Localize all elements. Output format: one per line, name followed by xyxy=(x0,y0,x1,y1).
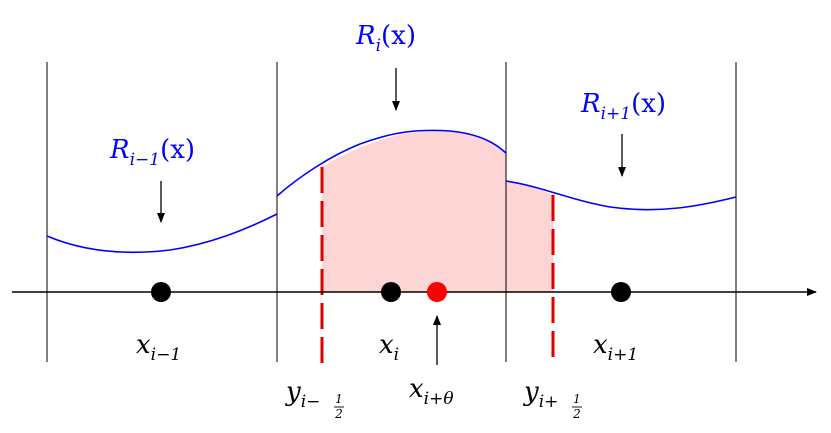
label-R-prev: Ri−1(x) xyxy=(109,135,195,170)
svg-text:yi−: yi− xyxy=(285,377,320,412)
label-R-next: Ri+1(x) xyxy=(580,89,666,124)
label-R-curr: Ri(x) xyxy=(355,21,416,56)
integration-region-fill xyxy=(322,130,553,292)
svg-text:2: 2 xyxy=(572,407,581,421)
label-x-theta: xi+θ xyxy=(409,374,454,409)
label-y-right: yi+ 1 2 xyxy=(523,377,582,421)
label-y-left: yi− 1 2 xyxy=(285,377,344,421)
label-x-next: xi+1 xyxy=(593,330,638,365)
curve-R-prev xyxy=(46,213,278,254)
curve-R-curr xyxy=(276,129,507,197)
label-x-prev: xi−1 xyxy=(136,330,181,365)
svg-text:yi+: yi+ xyxy=(523,377,558,412)
node-x-next xyxy=(611,282,631,302)
svg-text:1: 1 xyxy=(573,392,581,406)
node-x-theta xyxy=(427,282,447,302)
svg-text:2: 2 xyxy=(334,407,343,421)
curve-R-next xyxy=(505,180,737,211)
node-x-prev xyxy=(151,282,171,302)
label-x-curr: xi xyxy=(379,330,399,365)
svg-text:1: 1 xyxy=(335,392,343,406)
node-x-curr xyxy=(381,282,401,302)
